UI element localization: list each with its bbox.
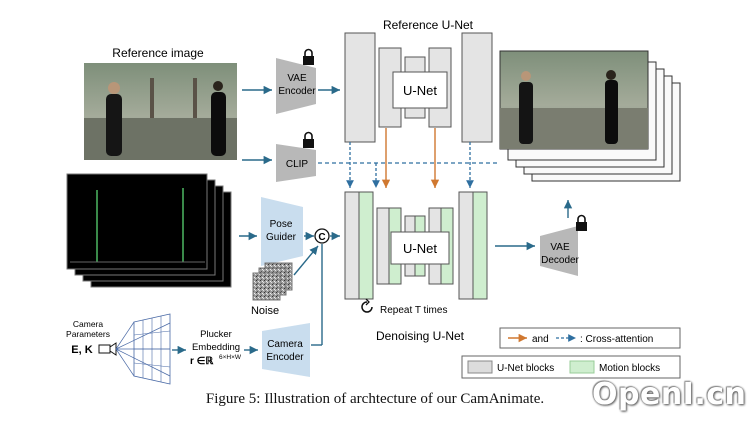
figure-caption: Figure 5: Illustration of archtecture of…	[205, 391, 545, 407]
pose-guider-block	[261, 197, 303, 266]
noise-stack	[252, 262, 293, 301]
output-frames	[499, 50, 681, 182]
vae-decoder-label-2: Decoder	[541, 255, 579, 266]
vae-encoder-label-1: VAE	[287, 73, 307, 84]
legend-unet-blocks-label: U-Net blocks	[497, 363, 554, 374]
reference-unet: U-Net	[344, 32, 493, 143]
plucker-formula-superscript: 6×H×W	[219, 354, 242, 361]
camera-parameters-symbols: E, K	[71, 344, 92, 356]
repeat-label: Repeat T times	[380, 305, 447, 316]
denoising-unet: U-Net	[344, 191, 488, 300]
camera-encoder-label-2: Encoder	[266, 352, 304, 363]
concat-symbol: C	[318, 232, 325, 243]
camera-encoder-label-1: Camera	[267, 339, 303, 350]
denoising-unet-title: Denoising U-Net	[376, 329, 465, 343]
watermark: OpenI.cn	[592, 377, 747, 412]
legend-arrows: and : Cross-attention	[499, 327, 681, 349]
vae-encoder-label-2: Encoder	[278, 86, 316, 97]
pose-guider-label-1: Pose	[270, 219, 293, 230]
legend-blocks: U-Net blocks Motion blocks	[461, 355, 681, 379]
camera-parameters-label-1: Camera	[73, 319, 104, 329]
clip-label: CLIP	[286, 159, 309, 170]
reference-image-label: Reference image	[112, 46, 204, 60]
legend-motion-blocks-label: Motion blocks	[599, 363, 660, 374]
reference-unet-title: Reference U-Net	[383, 18, 474, 32]
repeat-icon	[361, 298, 373, 313]
camera-parameters-label-2: Parameters	[66, 329, 110, 339]
plucker-label-1: Plucker	[200, 329, 232, 340]
noise-label: Noise	[251, 305, 279, 317]
vae-decoder-block	[540, 226, 578, 276]
legend-and-label: and	[532, 334, 549, 345]
reference-image	[84, 63, 237, 160]
plucker-label-2: Embedding	[192, 342, 240, 353]
camera-rays-icon	[98, 313, 171, 385]
lock-icon	[303, 48, 314, 65]
lock-icon	[303, 131, 314, 148]
concat-icon	[314, 228, 330, 244]
vae-decoder-label-1: VAE	[550, 242, 570, 253]
lock-icon	[576, 214, 587, 231]
denoising-unet-inner-label: U-Net	[403, 241, 437, 256]
clip-block	[276, 144, 316, 182]
legend-cross-attention-label: : Cross-attention	[580, 334, 653, 345]
vae-encoder-block	[276, 58, 316, 114]
reference-unet-inner-label: U-Net	[403, 83, 437, 98]
camera-encoder-block	[262, 323, 310, 377]
pose-guider-label-2: Guider	[266, 232, 297, 243]
pose-sequence	[66, 173, 232, 288]
plucker-formula: r ∈ℝ	[190, 356, 214, 367]
